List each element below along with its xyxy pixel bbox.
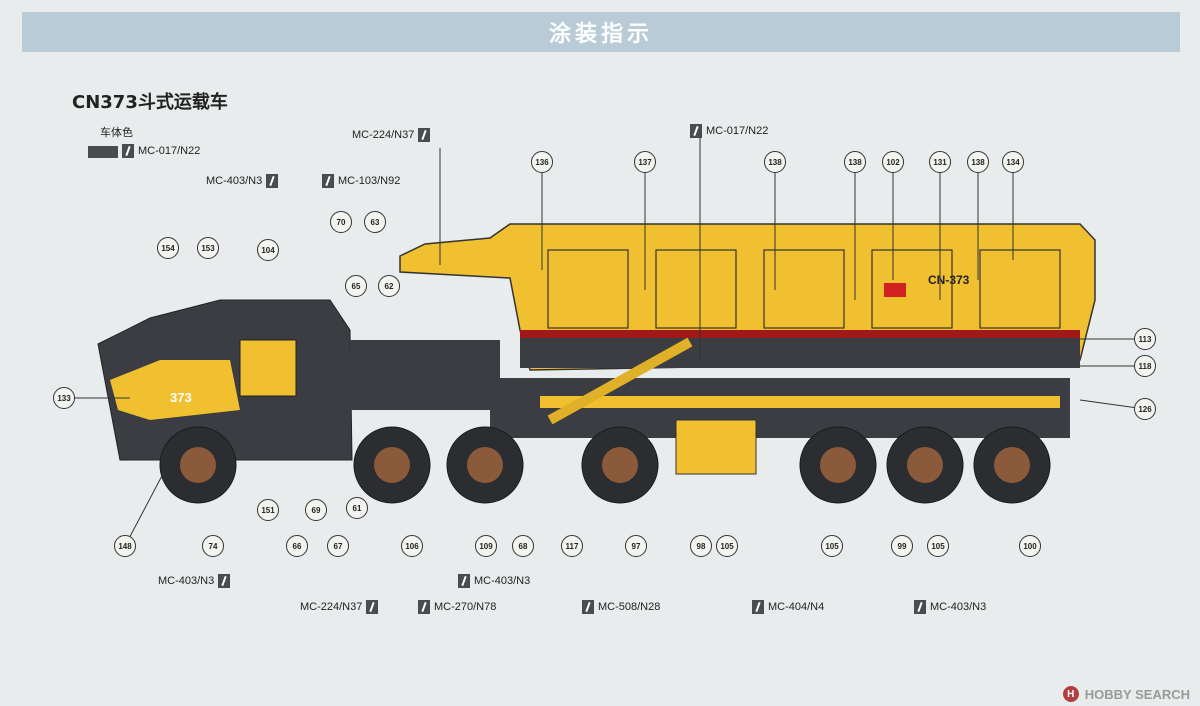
callout: 100	[1019, 535, 1041, 557]
paint-label: MC-403/N3	[914, 600, 986, 614]
callout: 153	[197, 237, 219, 259]
callout: 136	[531, 151, 553, 173]
brush-icon	[418, 600, 430, 614]
paint-label: MC-017/N22	[690, 124, 768, 138]
header-title: 涂装指示	[548, 22, 653, 47]
callout: 74	[202, 535, 224, 557]
brush-icon	[218, 574, 231, 588]
paint-label: MC-508/N28	[582, 600, 660, 614]
cargo-red-stripe	[520, 330, 1080, 338]
callout: 69	[305, 499, 327, 521]
paint-label: MC-403/N3	[206, 174, 279, 188]
watermark: H HOBBY SEARCH	[1062, 686, 1190, 702]
callout: 97	[625, 535, 647, 557]
brush-icon	[418, 128, 431, 142]
model-title: CN373斗式运载车	[72, 92, 228, 113]
cab-door	[239, 339, 297, 397]
brush-icon	[122, 144, 134, 158]
callout: 104	[257, 239, 279, 261]
paint-label: MC-224/N37	[300, 600, 379, 614]
brush-icon	[366, 600, 379, 614]
callout: 62	[378, 275, 400, 297]
callout: 67	[327, 535, 349, 557]
brush-icon	[266, 174, 279, 188]
brush-icon	[322, 174, 334, 188]
paint-label: MC-270/N78	[418, 600, 496, 614]
brush-icon	[458, 574, 470, 588]
callout: 154	[157, 237, 179, 259]
callout: 134	[1002, 151, 1024, 173]
callout: 118	[1134, 355, 1156, 377]
callout: 106	[401, 535, 423, 557]
chassis-stripe	[540, 396, 1060, 408]
callout: 102	[882, 151, 904, 173]
callout: 70	[330, 211, 352, 233]
callout: 99	[891, 535, 913, 557]
vehicle-number: 373	[170, 390, 192, 405]
callout: 98	[690, 535, 712, 557]
brush-icon	[690, 124, 702, 138]
cargo-panels	[547, 249, 1061, 329]
paint-code: MC-017/N22	[138, 145, 201, 157]
callout: 138	[844, 151, 866, 173]
paint-label: MC-224/N37	[352, 128, 431, 142]
callout: 105	[821, 535, 843, 557]
callout: 133	[53, 387, 75, 409]
cab-yellow-panel	[110, 360, 240, 420]
leader-lines	[64, 135, 1146, 547]
callout: 117	[561, 535, 583, 557]
callout: 105	[927, 535, 949, 557]
flag-icon	[884, 283, 906, 297]
engine-section	[350, 340, 500, 410]
body-color-code: MC-017/N22	[122, 144, 200, 158]
callout: 109	[475, 535, 497, 557]
callout: 126	[1134, 398, 1156, 420]
paint-label: MC-103/N92	[322, 174, 400, 188]
wheel-hubs	[180, 447, 1030, 483]
brush-icon	[914, 600, 926, 614]
paint-label: MC-403/N3	[458, 574, 530, 588]
callout: 131	[929, 151, 951, 173]
cargo-dark-band	[520, 338, 1080, 368]
header-bar: 涂装指示	[22, 12, 1180, 52]
callout: 105	[716, 535, 738, 557]
hydraulic-arm	[547, 337, 693, 425]
brush-icon	[582, 600, 594, 614]
callout: 151	[257, 499, 279, 521]
callout: 63	[364, 211, 386, 233]
callout: 68	[512, 535, 534, 557]
side-box	[675, 419, 757, 475]
paint-label: MC-403/N3	[158, 574, 231, 588]
callout: 137	[634, 151, 656, 173]
body-color-label: 车体色	[100, 126, 133, 139]
callout: 113	[1134, 328, 1156, 350]
cargo-mark: CN-373	[928, 273, 970, 287]
callout: 65	[345, 275, 367, 297]
callout: 138	[764, 151, 786, 173]
callout: 61	[346, 497, 368, 519]
hobby-search-logo-icon: H	[1062, 686, 1079, 702]
brush-icon	[752, 600, 764, 614]
paint-label: MC-404/N4	[752, 600, 824, 614]
body-color-swatch	[88, 146, 118, 158]
callout: 138	[967, 151, 989, 173]
callout: 66	[286, 535, 308, 557]
callout: 148	[114, 535, 136, 557]
